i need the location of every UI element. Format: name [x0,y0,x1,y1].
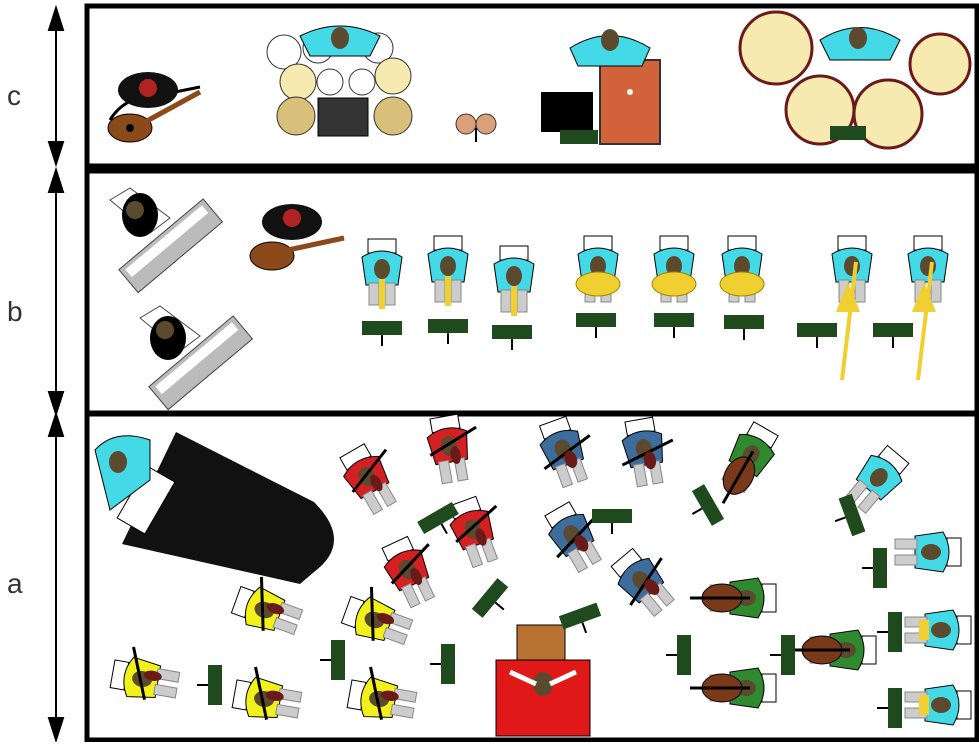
music-stand-icon [471,578,509,618]
music-stand-icon [430,644,455,684]
trombone-player-icon [831,235,873,381]
bongo-icon [455,113,497,142]
music-stand-icon [691,484,725,526]
zone-b-frame [84,168,979,416]
music-stand-icon [576,313,616,338]
violin-player-icon [346,666,418,721]
music-stand-icon [834,493,866,537]
cello-player-icon [690,667,777,709]
trumpet-player-icon [361,238,403,309]
zone-c-label: c [7,80,21,111]
viola-player-icon [610,547,675,618]
music-stand-icon [877,688,902,728]
music-stand-icon [666,635,691,675]
horn-player-icon [719,235,765,303]
music-stand-icon [797,323,837,348]
music-stand-icon [428,319,468,344]
trombone-player-icon [907,235,949,381]
horn-player-icon [894,531,962,573]
keyboard-icon [139,305,254,411]
music-stand-icon [197,665,222,705]
trumpet-player-icon [904,684,972,726]
horn-player-icon [651,235,697,303]
music-stand-icon [320,640,345,680]
music-stand-icon [770,635,795,675]
timpani-icon [738,10,972,150]
music-stand-icon [558,602,602,634]
music-stand-icon [654,313,694,338]
music-stand-icon [873,323,913,348]
violin-player-icon [340,586,414,646]
violin-player-icon [381,535,436,609]
violin-player-icon [426,413,477,485]
dimension-arrows [47,4,65,744]
violin-player-icon [339,443,397,516]
guitarist-icon [107,72,202,143]
violin-player-icon [448,495,499,569]
guitarist-icon [249,204,345,271]
music-stand-icon [592,509,632,534]
zone-a-label: a [7,568,23,599]
violin-player-icon [230,576,304,636]
trumpet-player-icon [904,609,972,651]
trumpet-player-icon [493,245,535,316]
music-stand-icon [877,612,902,652]
viola-player-icon [538,415,591,489]
cello-player-icon [790,629,877,671]
music-stand-icon [492,325,532,350]
violin-player-icon [231,666,303,721]
trumpet-player-icon [427,235,469,306]
keyboard-icon [109,187,224,294]
zone-b-label: b [7,296,23,327]
grand-piano-icon [94,432,334,584]
viola-player-icon [621,416,674,488]
music-stand-icon [362,321,402,346]
viola-player-icon [544,501,602,574]
music-stand-icon [724,315,764,340]
violin-player-icon [109,646,181,701]
cello-player-icon [721,421,779,505]
cello-player-icon [690,577,777,619]
drum-kit-icon [266,25,413,137]
music-stand-icon [417,501,459,535]
conductor-icon [495,624,591,737]
bass-drum-icon [541,29,661,145]
music-stand-icon [862,548,887,588]
horn-player-icon [575,235,621,303]
